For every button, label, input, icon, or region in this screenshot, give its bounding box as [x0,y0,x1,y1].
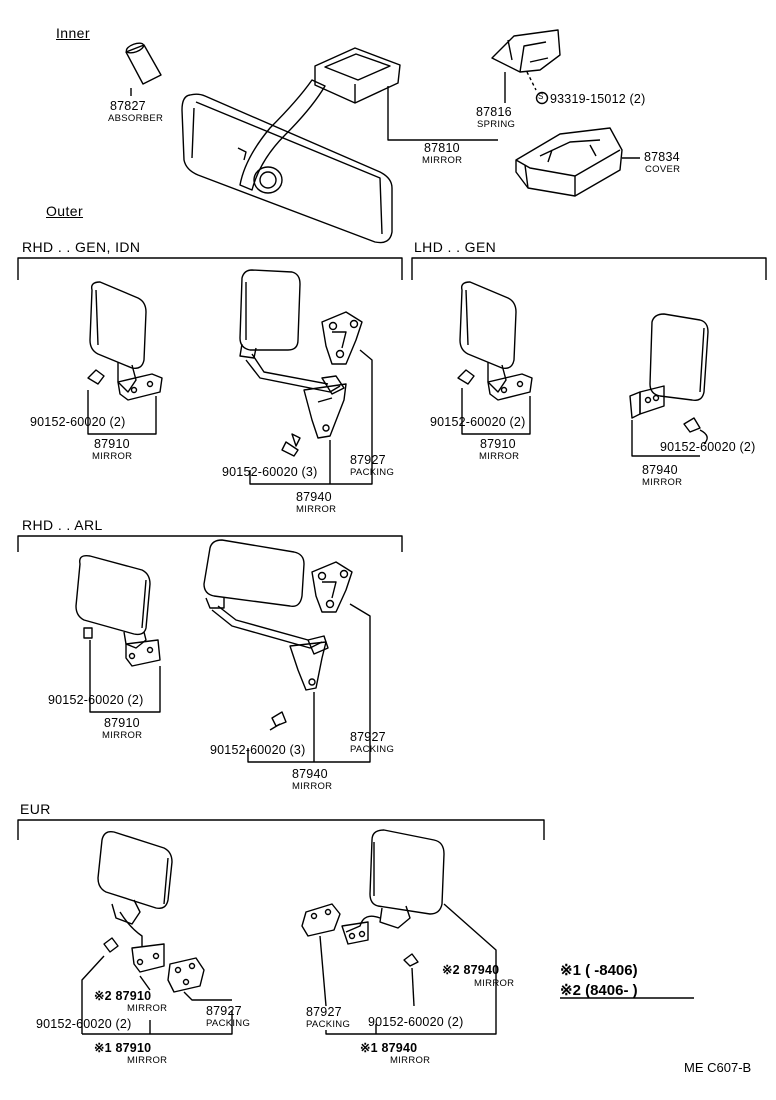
lhd-gen-screw-b: 90152-60020 (2) [660,440,756,454]
inner-mirror-part-number: 87810 [424,141,460,155]
eur-right-screw: 90152-60020 (2) [368,1015,464,1029]
rhd-gen-screw-a: 90152-60020 (2) [30,415,126,429]
rhd-arl-mirror-a-part-number: 87910 [104,716,140,730]
rhd-gen-mirror-b [239,269,347,439]
screw-part-number: 93319-15012 (2) [550,92,646,106]
lhd-gen-mirror-a-label: MIRROR [479,451,520,462]
rhd-gen-packing-part-number: 87927 [350,453,386,467]
rhd-gen-mirror-a-part-number: 87910 [94,437,130,451]
absorber-label: ABSORBER [108,113,164,124]
eur-right-mark1-part-number: ※1 87940 [360,1041,418,1055]
section-outer: Outer [46,203,84,219]
absorber-part-number: 87827 [110,99,146,113]
lhd-gen-mirror-b [629,313,709,419]
section-eur: EUR [20,801,51,817]
section-lhd-gen: LHD . . GEN [414,239,497,255]
lhd-gen-mirror-a-part-number: 87910 [480,437,516,451]
section-inner: Inner [56,25,90,41]
lhd-gen-mirror-a [459,281,533,401]
eur-right-mark1-label: MIRROR [390,1055,431,1066]
cover-drawing [515,127,623,197]
legend-note-2: ※2 (8406- ) [560,982,638,999]
legend-note-1: ※1 ( -8406) [560,962,638,979]
cover-label: COVER [645,164,681,175]
rhd-arl-packing [311,561,353,613]
absorber-drawing [125,42,162,85]
eur-left-packing-part-number: 87927 [206,1004,242,1018]
eur-left-mark1-part-number: ※1 87910 [94,1041,152,1055]
rhd-gen-packing [321,311,363,365]
spring-label: SPRING [477,119,516,130]
eur-left-mark1-label: MIRROR [127,1055,168,1066]
inner-mirror-label: MIRROR [422,155,463,166]
screw-symbol: S [538,92,544,101]
eur-left-screw: 90152-60020 (2) [36,1017,132,1031]
rhd-arl-mirror-a-label: MIRROR [102,730,143,741]
eur-left-mark2-part-number: ※2 87910 [94,989,152,1003]
eur-mirror-b [341,829,445,945]
spring-part-number: 87816 [476,105,512,119]
section-rhd-arl: RHD . . ARL [22,517,103,533]
lhd-gen-mirror-b-label: MIRROR [642,477,683,488]
diagram-reference-code: ME C607-B [684,1060,752,1075]
rhd-gen-packing-label: PACKING [350,467,395,478]
rhd-arl-screw-b: 90152-60020 (3) [210,743,306,757]
rhd-gen-mirror-a-label: MIRROR [92,451,133,462]
eur-packing-a [167,957,205,993]
eur-right-mark2-part-number: ※2 87940 [442,963,500,977]
eur-left-packing-label: PACKING [206,1018,251,1029]
eur-right-mark2-label: MIRROR [474,978,515,989]
spring-drawing [491,29,561,73]
rhd-gen-mirror-b-part-number: 87940 [296,490,332,504]
section-rhd-gen: RHD . . GEN, IDN [22,239,141,255]
eur-mirror-a [97,830,173,973]
rhd-arl-packing-part-number: 87927 [350,730,386,744]
inner-mirror-drawing [181,47,401,244]
rhd-gen-mirror-b-label: MIRROR [296,504,337,515]
eur-right-packing-part-number: 87927 [306,1005,342,1019]
rhd-arl-mirror-b-label: MIRROR [292,781,333,792]
rhd-arl-packing-label: PACKING [350,744,395,755]
rhd-arl-mirror-b-part-number: 87940 [292,767,328,781]
cover-part-number: 87834 [644,150,680,164]
rhd-arl-mirror-b [203,539,329,691]
rhd-gen-mirror-a [89,281,163,401]
eur-right-packing-label: PACKING [306,1019,351,1030]
eur-left-mark2-label: MIRROR [127,1003,168,1014]
rhd-arl-screw-a: 90152-60020 (2) [48,693,144,707]
lhd-gen-screw-a: 90152-60020 (2) [430,415,526,429]
eur-packing-b [301,903,341,937]
rhd-gen-screw-b: 90152-60020 (3) [222,465,318,479]
lhd-gen-mirror-b-part-number: 87940 [642,463,678,477]
rhd-arl-mirror-a [75,554,161,667]
